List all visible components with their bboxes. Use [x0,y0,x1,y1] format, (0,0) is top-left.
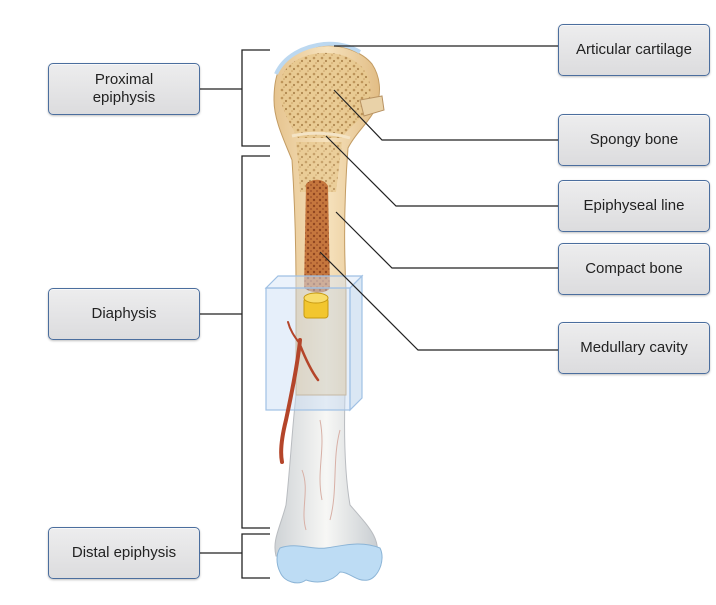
vessel-lines [301,419,341,531]
label-medullary-cavity: Medullary cavity [558,322,710,374]
label-compact-bone: Compact bone [558,243,710,295]
artery-branch-a [298,343,320,382]
label-proximal-epiphysis: Proximal epiphysis [48,63,200,115]
distal-cartilage [276,543,383,584]
leader-lines [319,45,558,351]
cutaway-box-top [264,275,364,289]
artery-branch-b [287,321,301,345]
label-diaphysis: Diaphysis [48,288,200,340]
medullary-cavity-mark [304,179,330,293]
articular-cartilage-mark [274,41,362,75]
spongy-neck [296,142,342,192]
epiphyseal-line-mark [291,131,351,140]
yellow-marrow-top [303,292,329,304]
head-notch [359,95,385,117]
spongy-head [279,52,371,139]
cutaway-box-side [349,274,363,412]
label-spongy-bone: Spongy bone [558,114,710,166]
bone-lower-shaft [274,394,378,561]
label-epiphyseal-line: Epiphyseal line [558,180,710,232]
label-proximal-line-2: epiphysis [92,89,156,106]
label-distal-epiphysis: Distal epiphysis [48,527,200,579]
label-proximal-line-1: Proximal [94,71,154,88]
region-brackets [200,49,270,579]
nutrient-artery [279,338,302,464]
label-articular-cartilage: Articular cartilage [558,24,710,76]
